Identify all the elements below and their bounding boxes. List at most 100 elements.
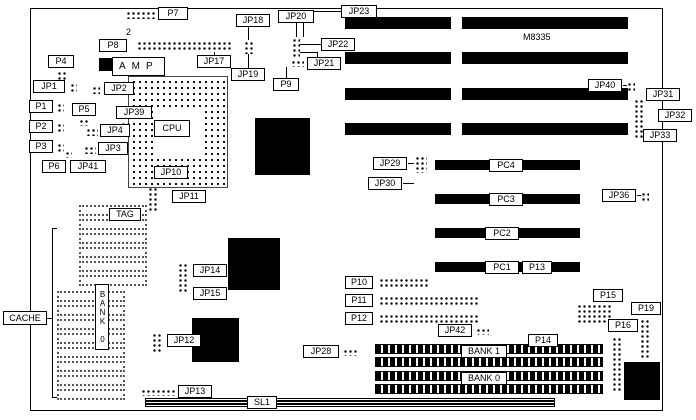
label-jp36: JP36 <box>602 189 636 202</box>
label-jp40: JP40 <box>588 79 622 92</box>
label-jp10: JP10 <box>154 166 188 179</box>
dip-chip <box>57 333 125 344</box>
label-pc4: PC4 <box>489 159 523 172</box>
label-jp29: JP29 <box>373 157 407 170</box>
leader-line <box>403 183 414 184</box>
label-bank-0: BANK 0 <box>95 284 109 350</box>
isa-slot <box>462 52 628 64</box>
label-jp30: JP30 <box>368 177 402 190</box>
label-jp22: JP22 <box>321 38 355 51</box>
label-p10: P10 <box>345 276 373 289</box>
label-jp14: JP14 <box>193 264 227 277</box>
label-jp18: JP18 <box>236 14 270 27</box>
dip-chip <box>57 291 125 302</box>
pin-header <box>378 313 478 324</box>
label-jp17: JP17 <box>197 55 231 68</box>
label-jp33: JP33 <box>643 129 677 142</box>
label-jp13: JP13 <box>178 385 212 398</box>
label-p9: P9 <box>273 78 299 91</box>
leader-line <box>300 52 318 53</box>
label-jp31: JP31 <box>646 88 680 101</box>
pin-header <box>342 348 358 356</box>
dip-chip <box>57 375 125 386</box>
pin-header <box>291 37 300 59</box>
cache-bracket-line <box>52 397 57 398</box>
qfp-chip <box>228 238 280 290</box>
chip-marking-text: M8335 <box>523 32 551 42</box>
leader-line <box>623 85 627 86</box>
pin-header <box>125 10 157 19</box>
label-p6: P6 <box>42 160 66 173</box>
label-p14: P14 <box>528 334 558 347</box>
label-jp21: JP21 <box>307 57 341 70</box>
pin-header <box>140 388 176 396</box>
label-p5: P5 <box>72 103 96 116</box>
cache-bracket-line <box>52 228 53 398</box>
leader-line <box>303 11 341 12</box>
label-jp12: JP12 <box>167 334 201 347</box>
leader-line <box>303 11 304 37</box>
leader-line <box>296 23 297 37</box>
label-p16: P16 <box>608 319 638 332</box>
pin-header <box>640 191 649 201</box>
label-bank-0: BANK 0 <box>461 372 507 385</box>
pin-header <box>56 102 64 112</box>
pin-header <box>91 85 100 94</box>
dip-chip <box>57 319 125 330</box>
dip-chip <box>79 275 147 286</box>
isa-slot <box>345 88 451 100</box>
label-jp2: JP2 <box>104 82 134 95</box>
isa-slot <box>345 123 451 135</box>
qfp-chip <box>255 118 310 175</box>
pin-header <box>85 127 98 136</box>
label-jp3: JP3 <box>98 142 128 155</box>
dip-chip <box>79 233 147 244</box>
label-cache: CACHE <box>3 311 47 325</box>
label-jp39: JP39 <box>116 106 152 119</box>
leader-line <box>408 163 414 164</box>
label-p8: P8 <box>99 39 127 52</box>
label-p11: P11 <box>345 294 373 307</box>
label-jp42: JP42 <box>438 324 472 337</box>
label-jp23: JP23 <box>341 5 377 18</box>
pin-header <box>626 81 635 91</box>
label-bank-1: BANK 1 <box>461 345 507 358</box>
dip-chip <box>79 261 147 272</box>
label-amp: AMP <box>112 57 165 76</box>
pin-header <box>64 150 72 158</box>
label-p19: P19 <box>631 302 661 315</box>
pin-header <box>633 98 643 140</box>
pin-header <box>243 40 253 54</box>
keyboard-connector <box>624 362 660 400</box>
pin-header <box>69 82 77 94</box>
cache-bracket-line <box>47 318 52 319</box>
pin-header <box>78 118 88 126</box>
pin-header <box>83 145 96 154</box>
pin-header <box>56 70 66 80</box>
label-sl1: SL1 <box>247 396 277 409</box>
label-cpu: CPU <box>154 120 190 137</box>
dip-chip <box>57 389 125 400</box>
isa-slot <box>462 88 628 100</box>
label-p15: P15 <box>593 289 623 302</box>
leader-line <box>300 44 321 45</box>
label-tag: TAG <box>109 208 141 221</box>
pin-header <box>378 295 478 306</box>
label-p1: P1 <box>29 100 53 113</box>
label-p3: P3 <box>29 140 53 153</box>
label-p4: P4 <box>48 55 74 68</box>
pin-header <box>639 318 649 358</box>
label-jp11: JP11 <box>172 190 206 203</box>
label-pc1: PC1 <box>485 261 519 274</box>
label-jp41: JP41 <box>70 160 106 173</box>
leader-line <box>286 67 287 78</box>
label-jp1: JP1 <box>33 80 65 93</box>
label-p2: P2 <box>29 120 53 133</box>
label-pc2: PC2 <box>485 227 519 240</box>
pin-header <box>475 327 489 335</box>
isa-slot <box>345 17 451 29</box>
pin-header <box>56 142 64 152</box>
leader-line <box>248 54 249 68</box>
isa-slot <box>462 123 628 135</box>
edge-connector-sl1 <box>145 398 555 407</box>
